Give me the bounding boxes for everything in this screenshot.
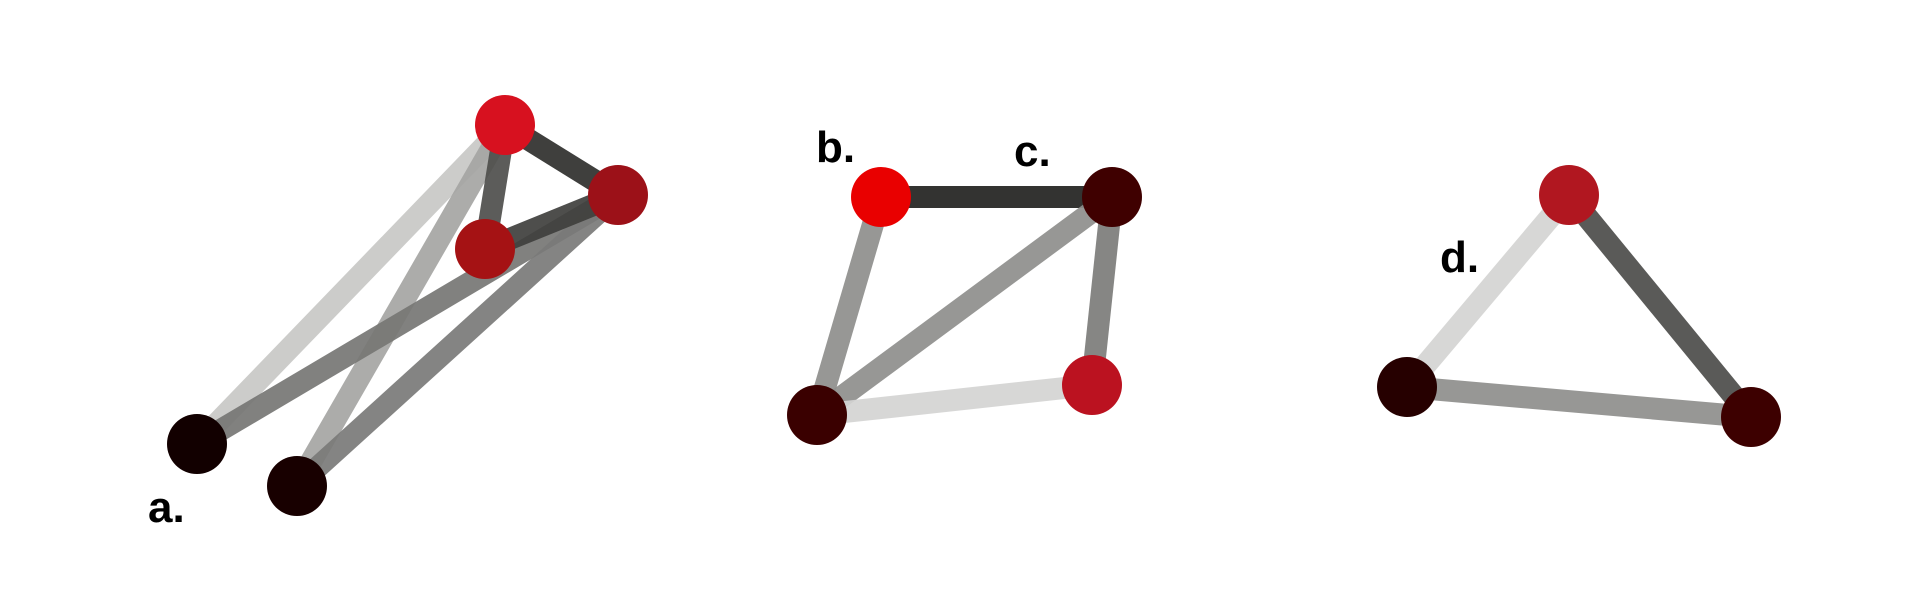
nodes-layer [167,95,1781,516]
edge-d1-d3 [1560,188,1760,424]
graph-label-d: d. [1440,233,1479,282]
edge-d2-d1 [1398,187,1578,395]
edge-c-b4 [1081,195,1123,387]
node-b [851,167,911,227]
graph-label-c: c. [1014,127,1051,176]
edge-a4-a2 [191,185,624,454]
graph-label-a: a. [148,483,185,532]
node-a3 [455,219,515,279]
edge-a5-a1 [287,119,515,492]
node-c [1082,167,1142,227]
node-b4 [1062,355,1122,415]
edge-a4-a1 [189,117,513,452]
edges-layer [189,115,1760,495]
edge-b-b3 [806,193,892,419]
graph-label-b: b. [816,123,855,172]
edge-b3-c [810,188,1119,424]
node-d3 [1721,387,1781,447]
node-a4 [167,414,227,474]
node-d2 [1377,357,1437,417]
node-d1 [1539,165,1599,225]
labels-layer: a. b. c. d. [148,123,1479,532]
node-a2 [588,165,648,225]
edge-a5-a2 [289,186,626,495]
edge-d2-d3 [1406,376,1752,428]
node-b3 [787,385,847,445]
edge-b3-b4 [815,374,1094,426]
node-a1 [475,95,535,155]
node-a5 [267,456,327,516]
